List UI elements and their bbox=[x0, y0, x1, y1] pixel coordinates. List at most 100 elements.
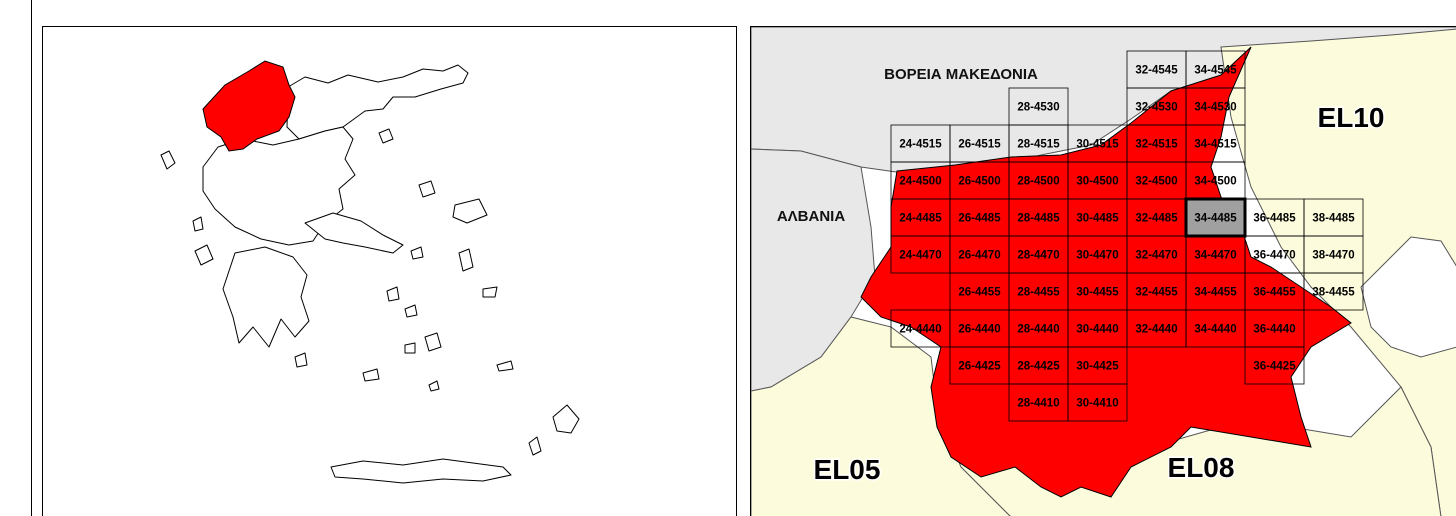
grid-cell-label: 34-4545 bbox=[1194, 65, 1237, 77]
grid-cell-label: 38-4470 bbox=[1312, 250, 1354, 262]
grid-cell-box bbox=[1303, 272, 1364, 311]
overview-region-mainland bbox=[202, 126, 356, 246]
grid-cell-label: 34-4500 bbox=[1194, 176, 1236, 188]
grid-cell-label: 32-4470 bbox=[1135, 250, 1177, 262]
grid-cell-label: 28-4425 bbox=[1017, 361, 1060, 373]
grid-cell-label: 28-4455 bbox=[1017, 287, 1060, 299]
grid-cell-label: 28-4515 bbox=[1017, 139, 1060, 151]
grid-cell-label: 26-4440 bbox=[958, 324, 1000, 336]
grid-cell-label: 30-4500 bbox=[1076, 176, 1118, 188]
overview-island-kefalonia bbox=[194, 244, 214, 266]
region-label-el10: EL10 bbox=[1318, 102, 1385, 133]
overview-island-rhodes bbox=[552, 404, 580, 434]
grid-cell-38-4455: 38-4455 bbox=[1303, 272, 1364, 311]
grid-cell-box bbox=[1185, 198, 1246, 237]
grid-cell-label: 28-4470 bbox=[1017, 250, 1059, 262]
overview-region-peloponnese bbox=[222, 246, 310, 348]
region-label-el05: EL05 bbox=[814, 454, 881, 485]
overview-island-kythira bbox=[294, 352, 308, 368]
grid-cell-box bbox=[1067, 383, 1128, 422]
overview-island-lesbos bbox=[452, 198, 488, 224]
grid-cell-label: 26-4470 bbox=[958, 250, 1000, 262]
grid-cell-label: 24-4470 bbox=[899, 250, 941, 262]
region-label-el08: EL08 bbox=[1168, 452, 1235, 483]
overview-region-crete bbox=[330, 458, 512, 484]
grid-cell-label: 36-4455 bbox=[1253, 287, 1296, 299]
grid-cell-label: 34-4470 bbox=[1194, 250, 1236, 262]
detail-map: 32-4545 34-4545 28-4530 32-4530 34-4530 24-45… bbox=[751, 27, 1456, 516]
grid-cell-label: 34-4515 bbox=[1194, 139, 1237, 151]
grid-cell-label: 32-4515 bbox=[1135, 139, 1178, 151]
grid-cell-label: 26-4500 bbox=[958, 176, 1000, 188]
grid-cell-label: 24-4485 bbox=[899, 213, 942, 225]
overview-island-samos bbox=[482, 286, 498, 298]
grid-cell-label: 36-4425 bbox=[1253, 361, 1296, 373]
grid-cell-label: 30-4515 bbox=[1076, 139, 1119, 151]
overview-region-northern-greece bbox=[286, 64, 469, 140]
overview-island-naxos bbox=[424, 332, 442, 352]
grid-cell-label: 38-4455 bbox=[1312, 287, 1355, 299]
grid-cell-label: 28-4500 bbox=[1017, 176, 1059, 188]
grid-cell-label: 30-4470 bbox=[1076, 250, 1118, 262]
grid-cell-label: 24-4440 bbox=[899, 324, 941, 336]
grid-cell-label: 34-4455 bbox=[1194, 287, 1237, 299]
grid-cell-label: 26-4485 bbox=[958, 213, 1001, 225]
overview-island-karpathos bbox=[528, 436, 542, 456]
overview-island-andros bbox=[386, 286, 400, 302]
selected-cell-outline bbox=[1184, 197, 1247, 238]
overview-island-lefkada bbox=[192, 216, 204, 232]
grid-cell-label: 32-4530 bbox=[1135, 102, 1177, 114]
overview-island-corfu bbox=[160, 150, 176, 170]
grid-cell-label: 24-4515 bbox=[899, 139, 942, 151]
grid-cell-label: 30-4410 bbox=[1076, 398, 1118, 410]
grid-cell-36-4425: 36-4425 bbox=[1244, 346, 1305, 385]
overview-island-skyros bbox=[410, 246, 424, 260]
page-left-rule bbox=[31, 0, 32, 516]
grid-cell-label: 32-4455 bbox=[1135, 287, 1178, 299]
overview-island-kos bbox=[496, 360, 514, 372]
grid-layer: 32-4545 34-4545 28-4530 32-4530 34-4530 24-45… bbox=[890, 50, 1364, 422]
grid-cell-34-4485: 34-4485 bbox=[1185, 198, 1246, 237]
country-label-north-macedonia: ΒΟΡΕΙΑ ΜΑΚΕΔΟΝΙΑ bbox=[884, 66, 1038, 83]
overview-island-tinos bbox=[404, 304, 418, 318]
highlight-region-west-macedonia bbox=[860, 46, 1352, 498]
detail-map-panel: 32-4545 34-4545 28-4530 32-4530 34-4530 24-45… bbox=[750, 26, 1456, 516]
overview-region-euboea bbox=[304, 212, 404, 254]
overview-island-paros bbox=[404, 342, 416, 354]
overview-island-lemnos bbox=[418, 180, 436, 198]
grid-cell-box bbox=[1244, 346, 1305, 385]
grid-cell-label: 34-4485 bbox=[1194, 213, 1237, 225]
grid-cell-label: 28-4410 bbox=[1017, 398, 1059, 410]
country-label-albania: ΑΛΒΑΝΙΑ bbox=[777, 208, 846, 225]
grid-cell-label: 32-4485 bbox=[1135, 213, 1178, 225]
grid-cell-30-4410: 30-4410 bbox=[1067, 383, 1128, 422]
overview-island-chios bbox=[458, 248, 474, 272]
overview-map bbox=[160, 60, 580, 484]
grid-cell-label: 28-4440 bbox=[1017, 324, 1059, 336]
grid-cell-label: 30-4485 bbox=[1076, 213, 1119, 225]
grid-cell-label: 36-4485 bbox=[1253, 213, 1296, 225]
grid-cell-label: 24-4500 bbox=[899, 176, 941, 188]
grid-cell-label: 34-4440 bbox=[1194, 324, 1236, 336]
grid-cell-label: 28-4485 bbox=[1017, 213, 1060, 225]
grid-cell-label: 26-4455 bbox=[958, 287, 1001, 299]
overview-island-santorini bbox=[428, 380, 440, 392]
overview-island-thasos bbox=[378, 128, 394, 144]
grid-cell-label: 32-4440 bbox=[1135, 324, 1177, 336]
grid-cell-label: 30-4440 bbox=[1076, 324, 1118, 336]
grid-cell-label: 28-4530 bbox=[1017, 102, 1059, 114]
overview-island-milos bbox=[362, 368, 380, 382]
overview-map-panel bbox=[42, 26, 737, 516]
grid-cell-label: 32-4500 bbox=[1135, 176, 1177, 188]
overview-highlight-west-macedonia bbox=[202, 60, 296, 152]
grid-cell-label: 30-4455 bbox=[1076, 287, 1119, 299]
grid-cell-label: 26-4515 bbox=[958, 139, 1001, 151]
grid-cell-label: 36-4440 bbox=[1253, 324, 1295, 336]
grid-cell-label: 38-4485 bbox=[1312, 213, 1355, 225]
grid-cell-label: 34-4530 bbox=[1194, 102, 1236, 114]
grid-cell-label: 30-4425 bbox=[1076, 361, 1119, 373]
sea-thermaic-gulf bbox=[1360, 236, 1456, 358]
grid-cell-label: 26-4425 bbox=[958, 361, 1001, 373]
grid-cell-label: 32-4545 bbox=[1135, 65, 1178, 77]
grid-cell-label: 36-4470 bbox=[1253, 250, 1295, 262]
